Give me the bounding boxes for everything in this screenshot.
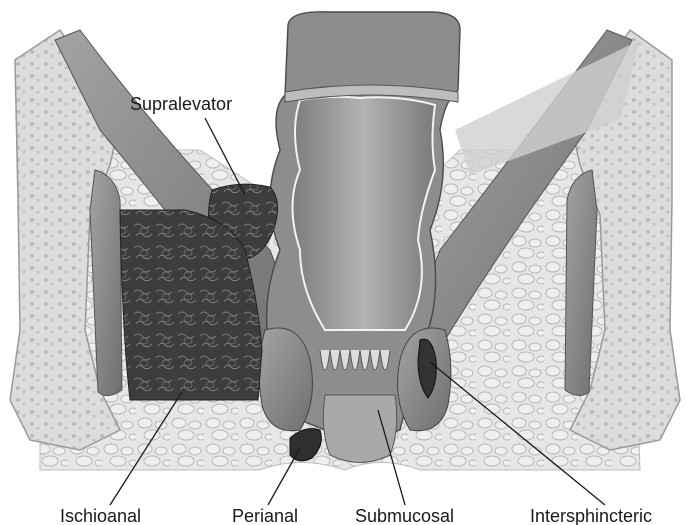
label-perianal: Perianal [232,506,298,525]
label-submucosal: Submucosal [355,506,454,525]
rectal-lumen [293,97,436,330]
label-intersphincteric: Intersphincteric [530,506,652,525]
label-ischioanal: Ischioanal [60,506,141,525]
label-supralevator: Supralevator [130,94,232,114]
anal-canal [323,395,396,463]
